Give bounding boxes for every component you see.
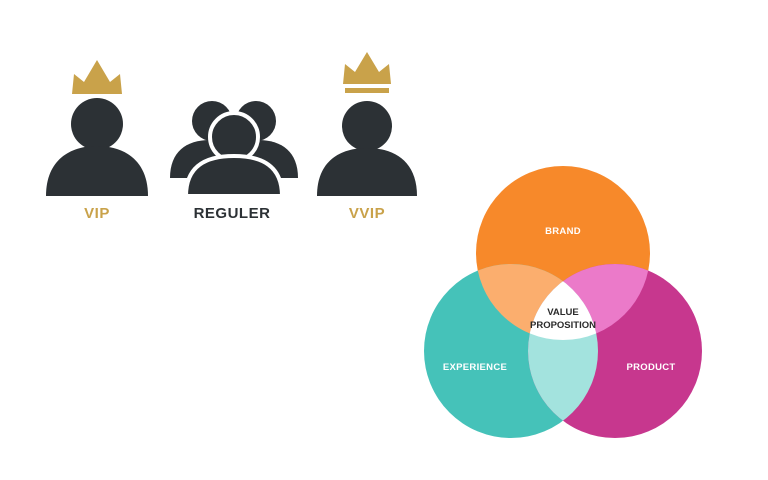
venn-center-label-line1: VALUE	[547, 307, 579, 318]
venn-label-product: PRODUCT	[626, 362, 675, 373]
tier-reguler: REGULER	[170, 101, 298, 222]
person-icon	[46, 98, 148, 196]
people-group-icon	[170, 101, 298, 198]
tier-label-vvip: VVIP	[349, 205, 385, 222]
venn-label-experience: EXPERIENCE	[443, 362, 507, 373]
venn-center-label-line2: PROPOSITION	[530, 320, 596, 331]
person-icon	[317, 101, 417, 196]
venn-diagram: BRAND EXPERIENCE PRODUCT VALUE PROPOSITI…	[424, 166, 702, 438]
venn-center-region	[528, 264, 598, 340]
tier-label-vip: VIP	[84, 205, 110, 222]
venn-label-brand: BRAND	[545, 226, 581, 237]
tier-vvip: VVIP	[317, 52, 417, 222]
crown-icon	[343, 52, 391, 84]
tier-vip: VIP	[46, 60, 148, 222]
crown-band	[345, 88, 389, 93]
crown-icon	[72, 60, 122, 94]
tier-label-reguler: REGULER	[194, 205, 271, 222]
